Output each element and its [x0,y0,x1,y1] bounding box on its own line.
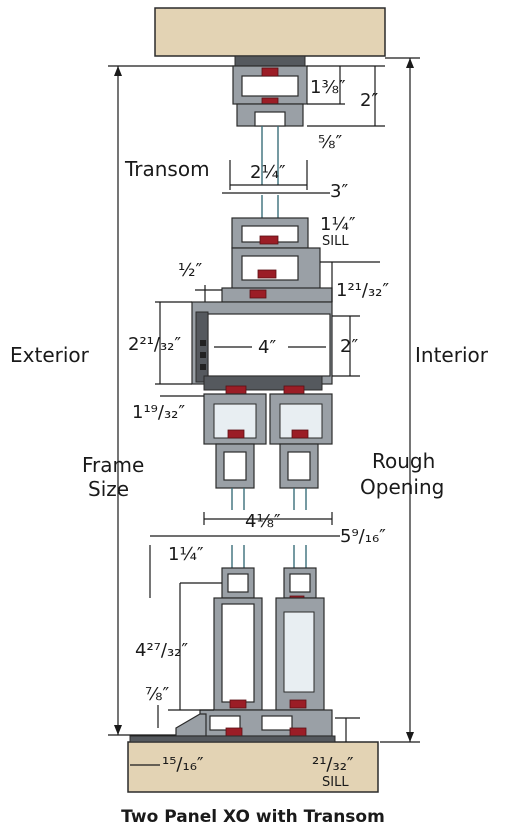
dim-1-19-32: 1¹⁹/₃₂″ [132,402,185,423]
sill-label-lower: SILL [322,775,349,790]
sill-dimension-lines [195,261,380,302]
exterior-label: Exterior [10,343,90,367]
dim-4: 4″ [258,337,276,358]
sill-wood [127,741,379,793]
sash-lower-stiles [213,545,325,711]
frame-size-dimension [108,65,235,736]
transom-label: Transom [124,157,210,181]
sill-label-upper: SILL [322,234,349,249]
interior-label: Interior [415,343,489,367]
sash-dimension-lines [150,395,340,537]
frame-size-label-2: Size [88,477,129,501]
dim-1-1-4-lower: 1¼″ [168,544,204,565]
dim-2-21-32: 2²¹/₃₂″ [128,334,181,355]
dim-4-27-32: 4²⁷/₃₂″ [135,640,188,661]
dim-15-16: ¹⁵/₁₆″ [162,754,204,775]
caption: Two Panel XO with Transom [121,807,385,827]
dim-1-1-4-upper: 1¼″ [320,214,356,235]
track-dimension-lines [130,545,360,766]
frame-size-label-1: Frame [82,453,144,477]
dim-1-21-32: 1²¹/₃₂″ [336,280,389,301]
dim-3: 3″ [330,181,348,202]
dim-2-1-4: 2¼″ [250,162,286,183]
rough-opening-label-2: Opening [360,475,444,499]
dim-21-32-sill: ²¹/₃₂″ [312,754,354,775]
dim-5-9-16: 5⁹/₁₆″ [340,526,386,547]
dim-4-1-8: 4⅛″ [245,511,281,532]
dim-5-8: ⅝″ [318,132,342,153]
head-dimension-lines [155,301,360,385]
dim-7-8: ⅞″ [145,684,169,705]
dim-2-head: 2″ [340,336,358,357]
door-head-profile [191,301,333,395]
rough-opening-label-1: Rough [372,449,435,473]
transom-dimension-lines [222,65,385,194]
transom-head-profile [232,55,308,185]
header-wood [154,7,386,57]
dim-1-2: ½″ [178,260,202,281]
dim-1-3-8: 1⅜″ [310,77,346,98]
bottom-track-profile [129,709,336,743]
transom-sill-profile [221,195,333,303]
sash-upper-rails [203,393,333,510]
rough-opening-dimension [380,57,420,743]
dim-2-top: 2″ [360,90,378,111]
